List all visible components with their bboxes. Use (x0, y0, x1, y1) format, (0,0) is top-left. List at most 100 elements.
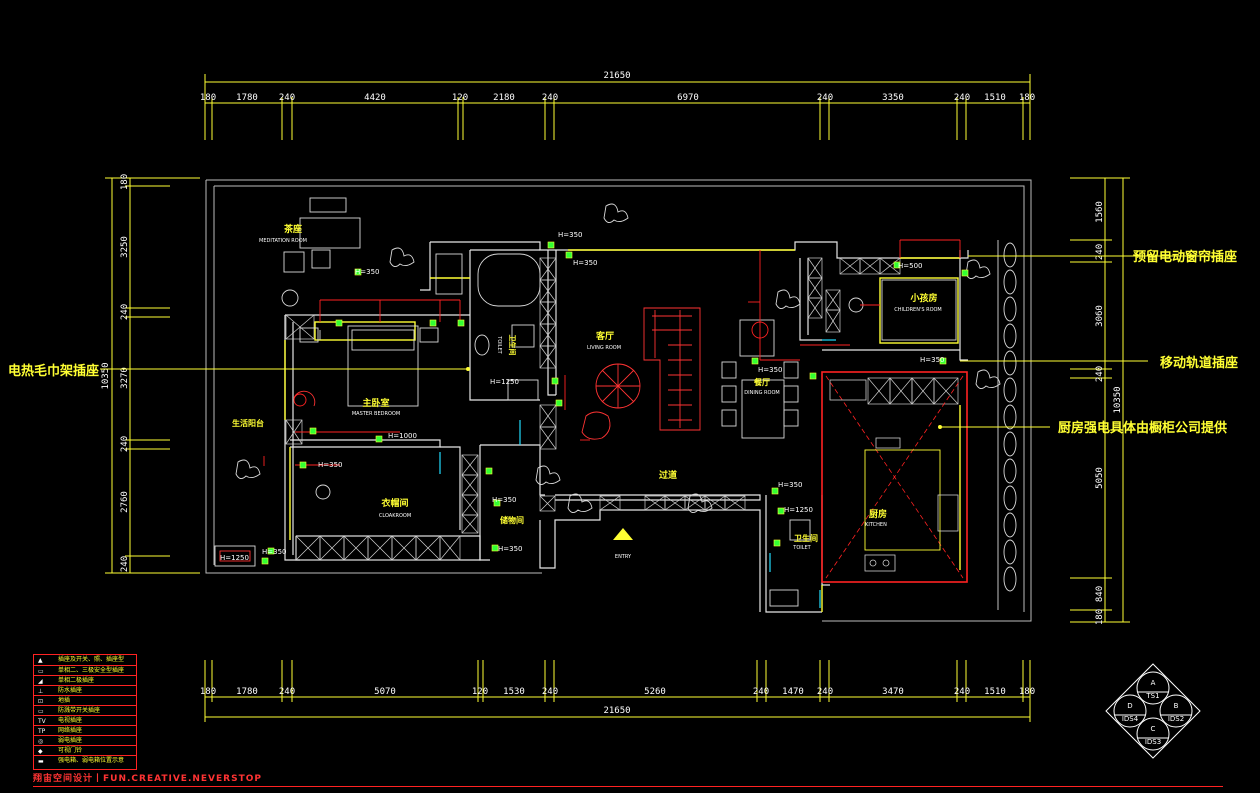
bottom-dim-7: 240 (542, 687, 558, 697)
left-dim-1: 180 (120, 174, 130, 190)
bottom-dim-13: 240 (954, 687, 970, 697)
annotation-curtain-socket: 预留电动窗帘插座 (1133, 250, 1238, 265)
legend-symbol: ⊥ (38, 688, 44, 695)
legend-row: ◢ 单相二极插座 (34, 675, 136, 686)
room-master-cn: 主卧室 (362, 397, 389, 409)
legend-row: TV 电视插座 (34, 715, 136, 726)
legend-text: 单相二极插座 (58, 677, 95, 684)
index-ref-right: IDS2 (1168, 715, 1184, 723)
index-a: A (1151, 679, 1156, 687)
room-toilet2-en: TOILET (792, 545, 811, 551)
legend-text: 电视插座 (58, 717, 83, 724)
children-cabinets (807, 257, 901, 333)
legend-row: ◎ 弱电插座 (34, 735, 136, 746)
annotation-track-socket: 移动轨道插座 (1160, 356, 1239, 371)
h-label-1: H=350 (355, 268, 380, 276)
legend-text: 插座及开关、照、插座型 (58, 656, 125, 663)
right-dim-1: 1560 (1095, 201, 1105, 223)
left-dim-3: 240 (120, 304, 130, 320)
right-total-dim: 10350 (1113, 386, 1123, 413)
entry-tag: A.B (618, 544, 628, 551)
top-dimension-chain (204, 74, 1031, 140)
room-kitchen-cn: 厨房 (869, 508, 887, 520)
bottom-dimension-chain (204, 660, 1031, 722)
bottom-dim-6: 1530 (503, 687, 525, 697)
top-dim-6: 2180 (493, 93, 515, 103)
planter-strip (997, 240, 1017, 610)
room-meditation-en: MEDITATION ROOM (259, 238, 307, 244)
socket-markers (261, 241, 969, 565)
h-label-8: H=350 (778, 481, 803, 489)
top-dim-4: 4420 (364, 93, 386, 103)
legend-text: 强电箱、弱电箱位置示意 (58, 757, 125, 764)
left-dim-5: 240 (120, 436, 130, 452)
right-dim-5: 5050 (1095, 467, 1105, 489)
bottom-dim-15: 180 (1019, 687, 1035, 697)
legend-symbol: ⊡ (38, 698, 44, 705)
h-label-15: H=350 (758, 366, 783, 374)
kitchen-area (821, 371, 968, 583)
h-label-10: H=500 (898, 262, 923, 270)
index-ref-top: TS1 (1145, 692, 1159, 700)
legend-symbol: ◢ (38, 678, 43, 685)
legend-text: 网络插座 (58, 727, 83, 734)
left-total-dim: 10350 (101, 362, 111, 389)
bottom-dim-5: 120 (472, 687, 488, 697)
left-dim-6: 2760 (120, 491, 130, 513)
legend-text: 地插 (58, 697, 71, 704)
h-label-2: H=350 (558, 231, 583, 239)
room-children-en: CHILDREN'S ROOM (894, 307, 942, 313)
legend-text: 防水插座 (58, 687, 83, 694)
right-dimension-chain (1070, 177, 1130, 623)
studio-footer: 翔宙空间设计丨FUN.CREATIVE.NEVERSTOP (33, 774, 262, 784)
top-dim-10: 3350 (882, 93, 904, 103)
h-label-14: H=350 (492, 496, 517, 504)
legend-text: 单相二、三极安全型插座 (58, 667, 125, 674)
cloak-cabinets (295, 535, 461, 561)
legend-symbol: TP (38, 728, 46, 735)
h-label-13: H=350 (262, 548, 287, 556)
index-ref-bottom: IDS3 (1145, 738, 1161, 746)
room-storage-cn: 储物间 (499, 515, 524, 525)
furniture (214, 197, 1017, 610)
bottom-dim-8: 5260 (644, 687, 666, 697)
h-label-9: H=1250 (784, 506, 813, 514)
entry-marker: A.B ENTRY (613, 528, 633, 560)
index-ref-left: IDS4 (1122, 715, 1139, 723)
legend-table: ▲ 插座及开关、照、插座型 ▭ 单相二、三极安全型插座 ◢ 单相二极插座 ⊥ 防… (33, 654, 137, 770)
legend-text: 弱电插座 (58, 737, 83, 744)
yellow-partitions (284, 249, 961, 612)
entry-label: ENTRY (615, 554, 632, 560)
footer-rule (33, 786, 1223, 787)
bottom-dim-1: 180 (200, 687, 216, 697)
top-dim-12: 1510 (984, 93, 1006, 103)
top-dim-5: 120 (452, 93, 468, 103)
room-living-en: LIVING ROOM (587, 345, 621, 351)
h-label-4: H=1250 (490, 378, 519, 386)
h-label-12: H=1250 (220, 554, 249, 562)
left-dimension-chain (105, 177, 200, 574)
room-cloak-en: CLOAKROOM (379, 513, 411, 519)
room-master-en: MASTER BEDROOM (352, 411, 400, 417)
legend-symbol: ▬ (38, 758, 44, 765)
legend-row: ▲ 插座及开关、照、插座型 (34, 655, 136, 665)
room-balcony-cn: 生活阳台 (232, 418, 264, 428)
room-hall-cn: 过道 (659, 469, 677, 481)
right-dim-7: 180 (1095, 609, 1105, 625)
door-marks (439, 339, 836, 608)
index-d: D (1127, 702, 1132, 710)
right-dim-6: 840 (1095, 586, 1105, 602)
bottom-total-dim: 21650 (603, 706, 630, 716)
top-total-dim: 21650 (603, 71, 630, 81)
legend-symbol: ▭ (38, 668, 44, 675)
bottom-dim-2: 1780 (236, 687, 258, 697)
annotation-leaders (100, 255, 1222, 429)
top-dim-3: 240 (279, 93, 295, 103)
annotation-towel-socket: 电热毛巾架插座 (8, 364, 100, 379)
right-dim-3: 3060 (1095, 305, 1105, 327)
legend-symbol: TV (38, 718, 46, 725)
bottom-dim-14: 1510 (984, 687, 1006, 697)
top-dim-1: 180 (200, 93, 216, 103)
right-dim-2: 240 (1095, 244, 1105, 260)
annotation-kitchen-note: 厨房强电具体由橱柜公司提供 (1058, 421, 1228, 436)
